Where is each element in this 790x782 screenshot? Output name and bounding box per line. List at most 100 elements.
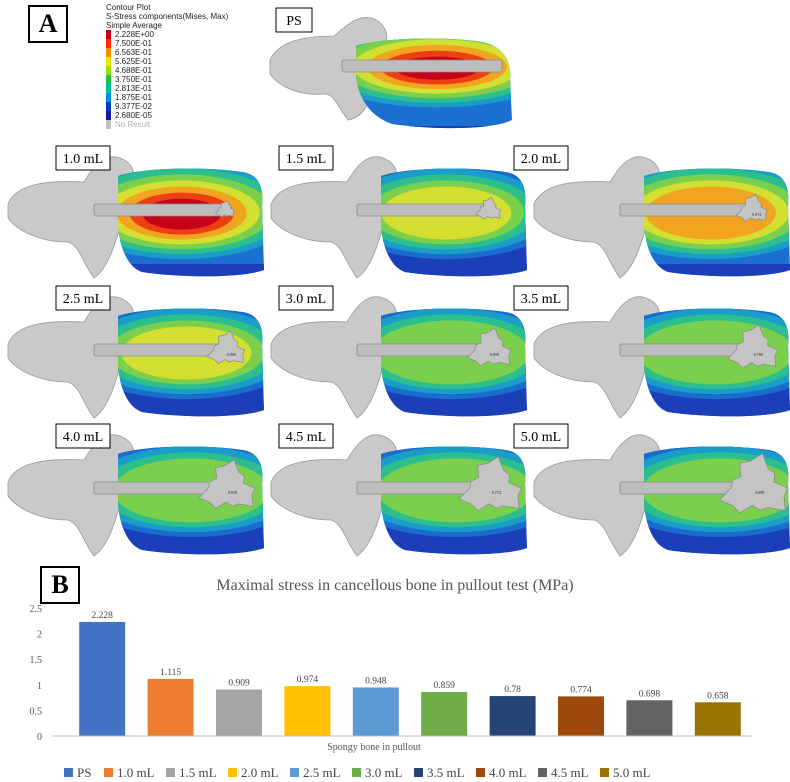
vertebra-posterior — [7, 296, 134, 419]
bar-5 — [352, 687, 399, 736]
bar-10 — [694, 702, 741, 736]
vertebra-posterior — [270, 296, 397, 419]
legend-item: 2.0 mL — [228, 765, 279, 780]
model-label-box — [55, 423, 111, 449]
contour-band — [118, 404, 264, 417]
panel-b: B Maximal stress in cancellous bone in p… — [0, 562, 790, 782]
bar-2 — [147, 678, 194, 736]
legend-header-line: S-Stress components(Mises, Max) — [106, 12, 229, 21]
bone-cement — [206, 330, 245, 365]
bone-cement — [727, 324, 778, 369]
cement-value-label: 0.774 — [492, 490, 501, 495]
legend-label: 5.0 mL — [613, 765, 651, 780]
cement-value-label: 0.859 — [490, 352, 499, 357]
pedicle-screw — [356, 203, 496, 217]
bar-6 — [421, 692, 468, 736]
legend-item: 3.0 mL — [352, 765, 403, 780]
y-tick-label: 1 — [37, 681, 42, 692]
bar-8 — [558, 696, 604, 736]
bone-cement — [214, 199, 235, 218]
legend-item: 4.5 mL — [538, 765, 589, 780]
model-label: 3.5 mL — [513, 285, 569, 311]
chart-title: Maximal stress in cancellous bone in pul… — [216, 577, 573, 594]
panel-b-label: B — [40, 566, 80, 604]
contour-band — [381, 264, 527, 277]
legend-label: PS — [77, 765, 91, 780]
fe-model: 0.948 2.5 mL — [7, 285, 264, 419]
model-label-text: 4.5 mL — [286, 430, 326, 445]
vertebra-posterior — [533, 296, 660, 419]
fe-model: 1.0 mL — [7, 145, 264, 279]
legend-scale-row: 2.813E-01 — [106, 84, 276, 93]
legend-item: PS — [64, 765, 91, 780]
bar-1 — [79, 621, 126, 736]
fe-model: 0.859 3.0 mL — [270, 285, 527, 419]
model-label: 3.0 mL — [278, 285, 334, 311]
legend-swatch — [106, 48, 111, 57]
y-tick-label: 0.5 — [30, 706, 43, 717]
cement-value-label: 0.974 — [752, 212, 761, 217]
model-label-box — [278, 423, 334, 449]
legend-swatch — [476, 768, 485, 777]
contour-band — [362, 126, 512, 129]
legend-swatch — [106, 75, 111, 84]
legend-swatch — [414, 768, 423, 777]
model-label-text: 5.0 mL — [521, 430, 561, 445]
pedicle-screw — [93, 203, 231, 217]
fe-model: 1.5 mL — [270, 145, 527, 279]
legend-value: 2.680E-05 — [115, 111, 152, 120]
legend-swatch — [64, 768, 73, 777]
y-tick-label: 2.5 — [30, 604, 43, 615]
legend-swatch — [104, 768, 113, 777]
legend-scale-row: 9.377E-02 — [106, 102, 276, 111]
legend-scale-row: 6.563E-01 — [106, 48, 276, 57]
legend-item: 2.5 mL — [290, 765, 341, 780]
legend-swatch — [228, 768, 237, 777]
contour-band — [644, 404, 790, 417]
model-label: 4.0 mL — [55, 423, 111, 449]
legend-swatch — [106, 111, 111, 120]
legend-value: 5.625E-01 — [115, 57, 152, 66]
legend-label: 1.0 mL — [117, 765, 155, 780]
model-label-box — [55, 145, 111, 171]
bone-cement — [475, 196, 502, 220]
y-tick-label: 1.5 — [30, 655, 43, 666]
legend-item: 1.0 mL — [104, 765, 155, 780]
legend-swatch — [352, 768, 361, 777]
legend-scale-row: 7.500E-01 — [106, 39, 276, 48]
cement-value-label: 0.658 — [228, 490, 237, 495]
legend-label: 4.5 mL — [551, 765, 589, 780]
model-label-box — [278, 285, 334, 311]
legend-value: 7.500E-01 — [115, 39, 152, 48]
vertebra-posterior — [7, 434, 134, 557]
legend-scale-row: No Result — [106, 120, 276, 129]
legend-label: 2.5 mL — [303, 765, 341, 780]
legend-value: 1.875E-01 — [115, 93, 152, 102]
y-tick-label: 0 — [37, 732, 42, 743]
model-label-text: 3.5 mL — [521, 292, 561, 307]
bar-9 — [626, 700, 673, 736]
legend-swatch — [166, 768, 175, 777]
pedicle-screw — [341, 59, 503, 73]
legend-swatch — [106, 30, 111, 39]
model-label: 5.0 mL — [513, 423, 569, 449]
legend-header-line: Simple Average — [106, 21, 162, 30]
legend-swatch — [106, 120, 111, 129]
vertebra-posterior — [270, 156, 397, 279]
model-label-text: 2.5 mL — [63, 292, 103, 307]
model-label: 4.5 mL — [278, 423, 334, 449]
bar-data-label: 0.948 — [365, 676, 387, 686]
cement-value-label: 0.948 — [227, 352, 236, 357]
legend-swatch — [538, 768, 547, 777]
contour-band — [644, 264, 790, 277]
legend-label: 3.5 mL — [427, 765, 465, 780]
model-label-text: 2.0 mL — [521, 152, 561, 167]
legend-scale-row: 3.750E-01 — [106, 75, 276, 84]
legend-swatch — [106, 57, 111, 66]
bar-7 — [489, 696, 536, 736]
legend-item: 4.0 mL — [476, 765, 527, 780]
legend-value: No Result — [115, 120, 151, 129]
